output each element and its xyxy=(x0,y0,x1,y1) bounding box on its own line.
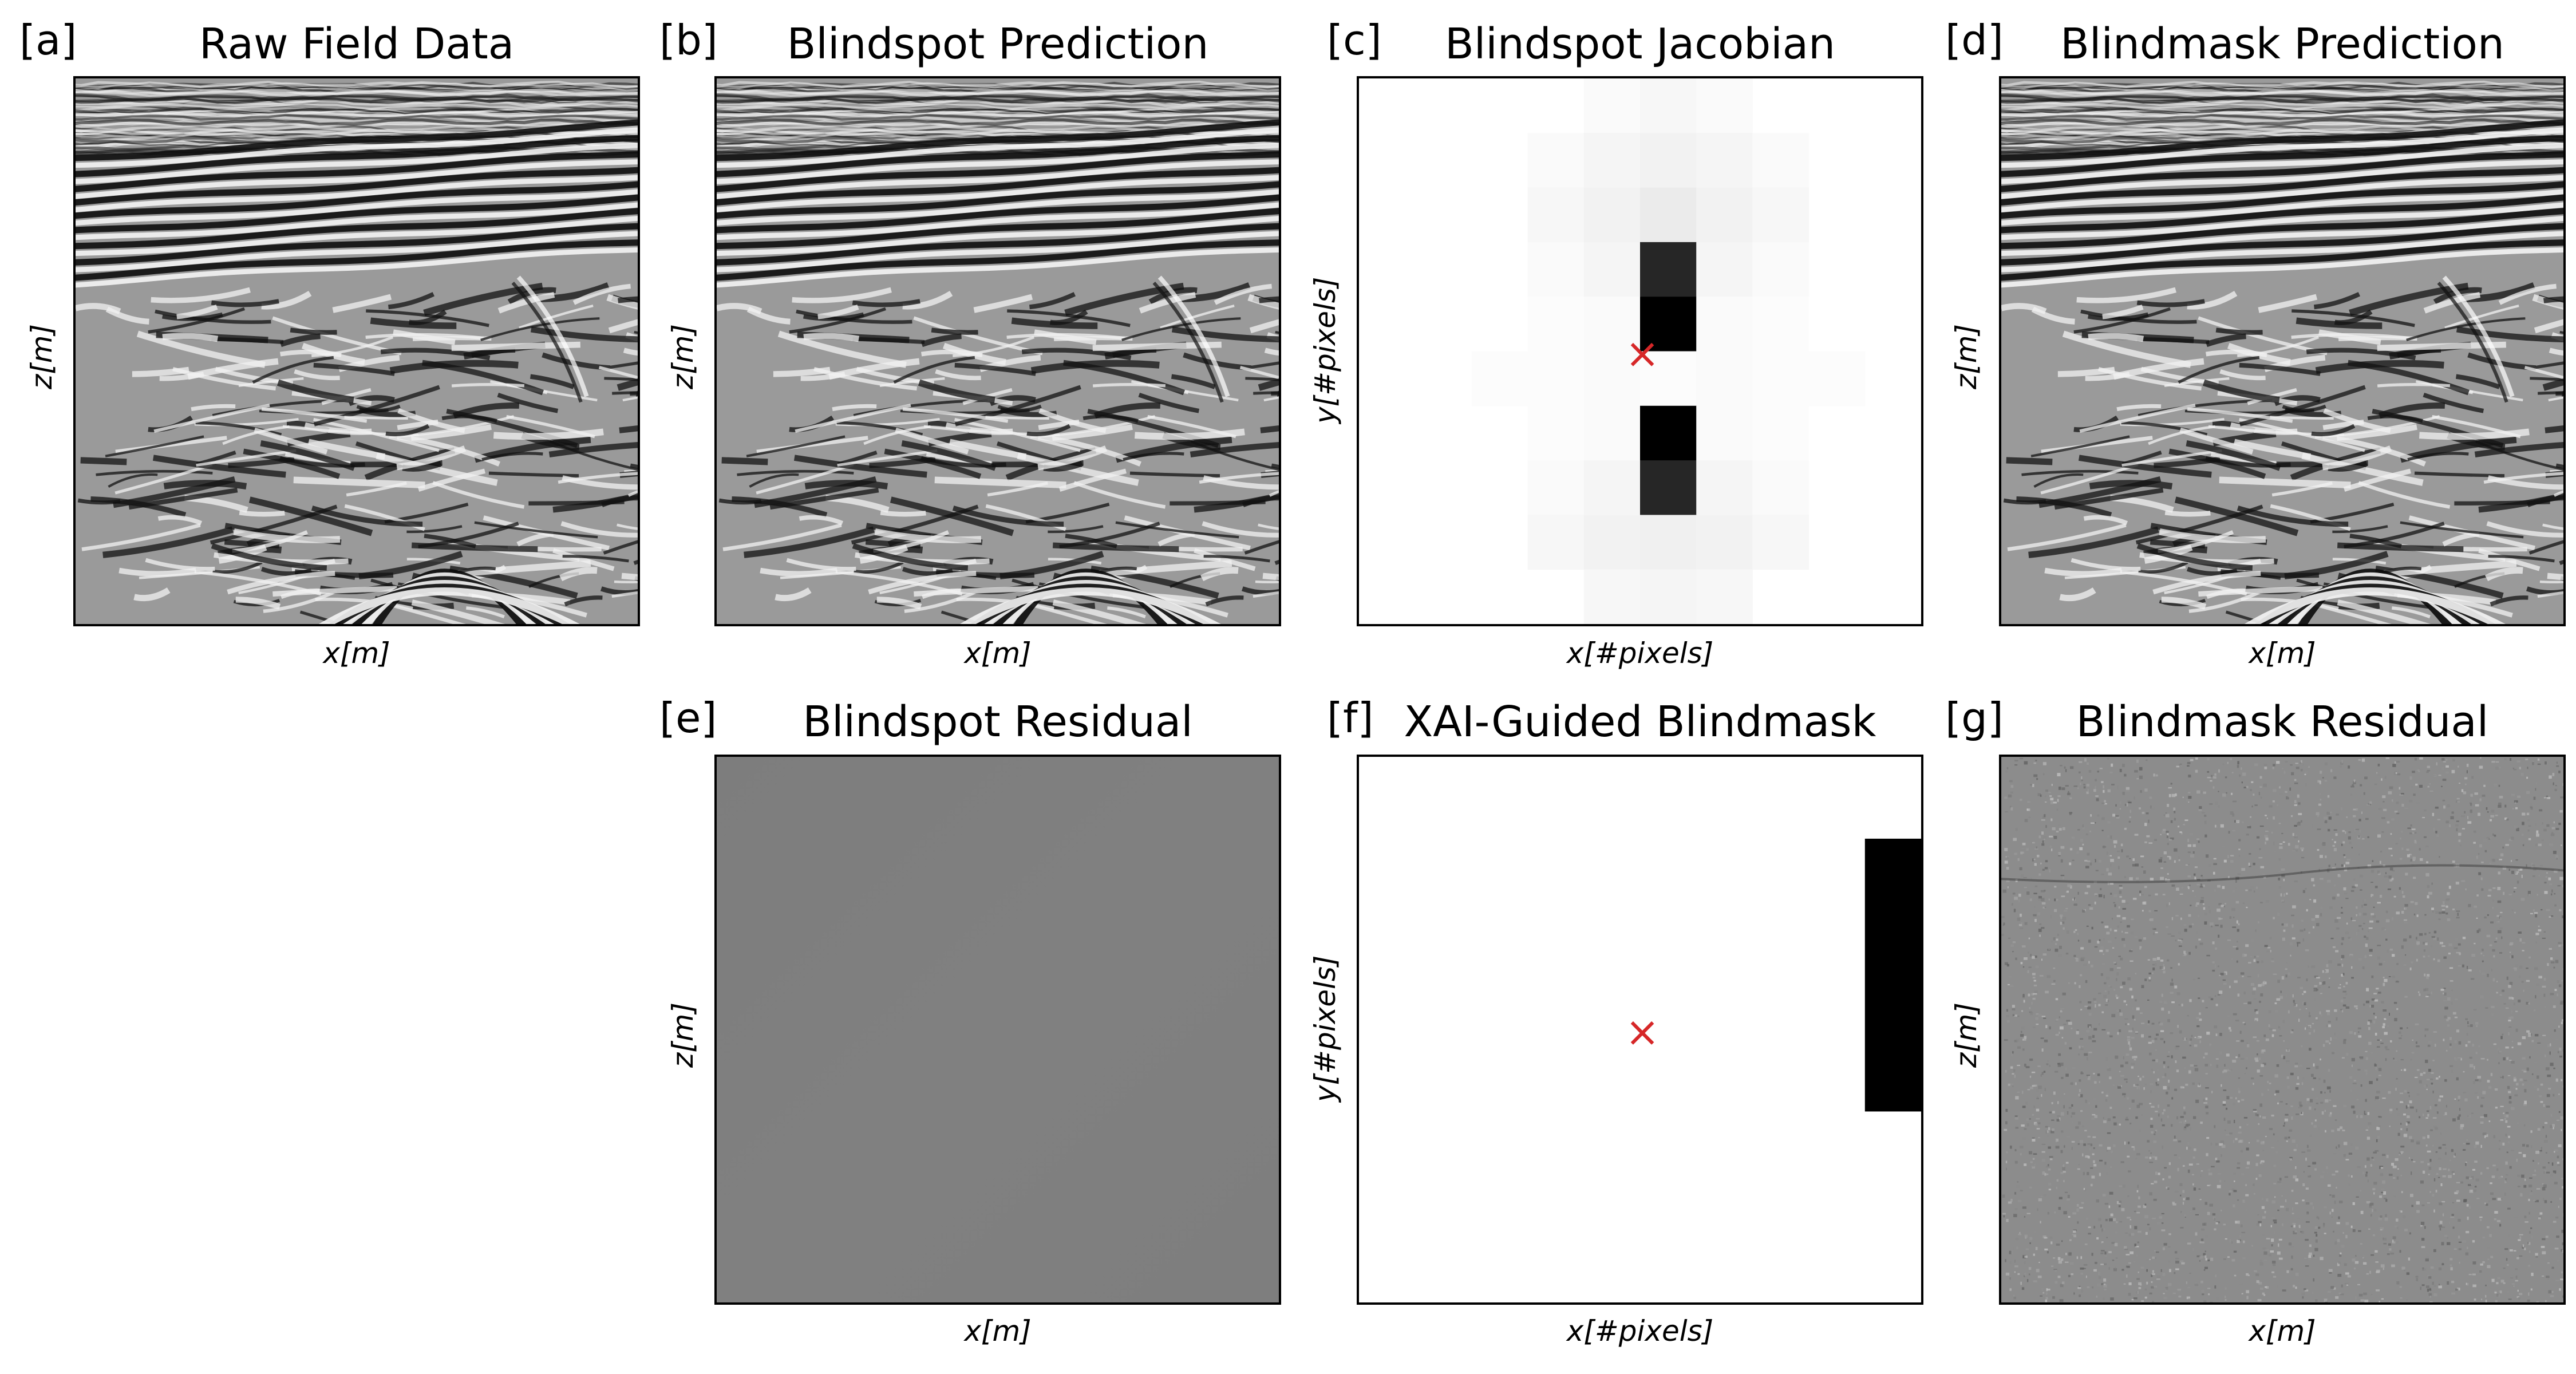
seismic-image-blindspot-prediction xyxy=(714,76,1281,626)
jacobian-cell xyxy=(1583,515,1641,570)
residual-noise xyxy=(2001,757,2563,1302)
jacobian-cell xyxy=(1583,569,1641,624)
seismic-section xyxy=(717,78,1279,624)
panel-label: [c] xyxy=(1327,16,1382,64)
x-axis-label: x[#pixels] xyxy=(1566,637,1714,670)
jacobian-cell xyxy=(1640,460,1697,515)
masked-pixels xyxy=(1864,838,1921,1112)
y-axis-label: z[m] xyxy=(1950,324,1983,389)
jacobian-cell xyxy=(1696,460,1753,515)
jacobian-cell xyxy=(1583,351,1641,406)
jacobian-cell xyxy=(1752,515,1809,570)
jacobian-cell xyxy=(1527,460,1585,515)
jacobian-cell xyxy=(1527,351,1585,406)
jacobian-cell xyxy=(1640,297,1697,352)
panel-label: [e] xyxy=(659,694,717,742)
panel-title: Raw Field Data xyxy=(199,19,515,69)
y-axis-label: z[m] xyxy=(666,324,700,389)
panel-label: [f] xyxy=(1327,694,1374,742)
jacobian-cell xyxy=(1696,78,1753,133)
jacobian-cell xyxy=(1752,405,1809,461)
panel-title: Blindmask Prediction xyxy=(2060,19,2504,69)
jacobian-cell xyxy=(1583,133,1641,188)
jacobian-cell xyxy=(1583,78,1641,133)
residual-image-blindspot xyxy=(714,755,1281,1305)
panel-title: Blindspot Residual xyxy=(803,697,1193,747)
x-axis-label: x[m] xyxy=(2249,1314,2316,1348)
seismic-section xyxy=(76,78,638,624)
jacobian-cell xyxy=(1696,133,1753,188)
panel-title: Blindmask Residual xyxy=(2076,697,2489,747)
panel-label: [d] xyxy=(1945,16,2004,64)
jacobian-cell xyxy=(1640,133,1697,188)
panel-label: [a] xyxy=(19,16,77,64)
jacobian-cell xyxy=(1640,405,1697,461)
center-pixel-marker: × xyxy=(1625,1008,1660,1056)
jacobian-cell xyxy=(1752,297,1809,352)
panel-label: [b] xyxy=(659,16,718,64)
x-axis-label: x[m] xyxy=(2249,637,2316,670)
jacobian-cell xyxy=(1696,297,1753,352)
jacobian-cell xyxy=(1527,133,1585,188)
jacobian-cell xyxy=(1696,242,1753,297)
jacobian-cell xyxy=(1752,351,1809,406)
y-axis-label: z[m] xyxy=(666,1002,700,1068)
jacobian-cell xyxy=(1527,515,1585,570)
jacobian-cell xyxy=(1752,133,1809,188)
jacobian-cell xyxy=(1583,187,1641,243)
seismic-image-raw xyxy=(73,76,640,626)
residual-image-blindmask xyxy=(1999,755,2566,1305)
x-axis-label: x[m] xyxy=(323,637,390,670)
y-axis-label: z[m] xyxy=(1950,1002,1983,1068)
jacobian-cell xyxy=(1640,187,1697,243)
jacobian-cell xyxy=(1527,187,1585,243)
seismic-image-blindmask-prediction xyxy=(1999,76,2566,626)
y-axis-label: y[#pixels] xyxy=(1309,955,1342,1102)
jacobian-cell xyxy=(1640,242,1697,297)
blindmask-cells xyxy=(1864,838,1921,1112)
jacobian-cell xyxy=(1583,460,1641,515)
jacobian-cell xyxy=(1583,405,1641,461)
jacobian-cell xyxy=(1696,187,1753,243)
jacobian-cell xyxy=(1808,351,1866,406)
panel-title: XAI-Guided Blindmask xyxy=(1404,697,1876,747)
jacobian-cell xyxy=(1696,515,1753,570)
jacobian-cell xyxy=(1640,515,1697,570)
x-axis-label: x[m] xyxy=(964,1314,1032,1348)
jacobian-cell xyxy=(1752,242,1809,297)
jacobian-cell xyxy=(1696,569,1753,624)
jacobian-cell xyxy=(1752,460,1809,515)
jacobian-cell xyxy=(1527,242,1585,297)
jacobian-cell xyxy=(1527,405,1585,461)
y-axis-label: z[m] xyxy=(25,324,58,389)
panel-label: [g] xyxy=(1945,694,2004,742)
blindmask-image: × xyxy=(1357,755,1923,1305)
seismic-section xyxy=(2001,78,2563,624)
jacobian-heatmap: × xyxy=(1357,76,1923,626)
jacobian-cell xyxy=(1640,78,1697,133)
x-axis-label: x[#pixels] xyxy=(1566,1314,1714,1348)
center-pixel-marker: × xyxy=(1625,329,1660,377)
jacobian-cell xyxy=(1471,351,1528,406)
y-axis-label: y[#pixels] xyxy=(1309,277,1342,424)
jacobian-cell xyxy=(1583,297,1641,352)
jacobian-cells xyxy=(1471,78,1866,624)
jacobian-cell xyxy=(1752,187,1809,243)
jacobian-cell xyxy=(1696,405,1753,461)
jacobian-cell xyxy=(1640,569,1697,624)
jacobian-cell xyxy=(1696,351,1753,406)
jacobian-cell xyxy=(1583,242,1641,297)
panel-title: Blindspot Prediction xyxy=(787,19,1209,69)
x-axis-label: x[m] xyxy=(964,637,1032,670)
panel-title: Blindspot Jacobian xyxy=(1444,19,1835,69)
jacobian-cell xyxy=(1527,297,1585,352)
residual-gradient xyxy=(717,757,1279,1302)
jacobian-cell xyxy=(1640,351,1697,406)
